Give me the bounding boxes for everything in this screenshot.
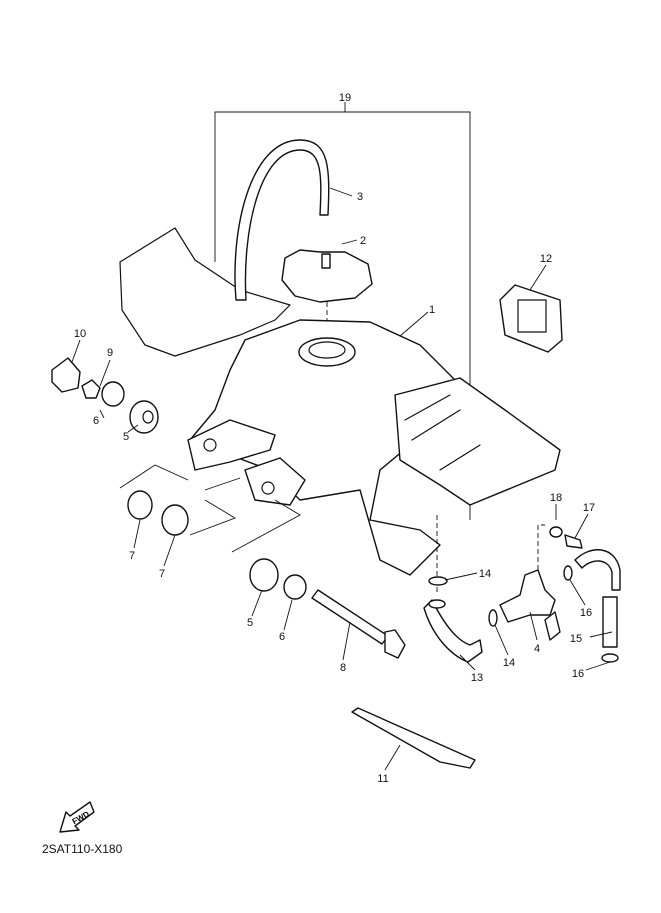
fuel-cock-lever xyxy=(544,611,561,641)
cap-nipple xyxy=(321,253,331,269)
fwd-arrow-icon: FWD xyxy=(59,801,95,833)
washer-18 xyxy=(549,526,563,538)
collar-7a xyxy=(127,490,153,520)
cap-nut-10 xyxy=(51,357,81,393)
callout-9: 9 xyxy=(107,347,113,359)
bolt-8 xyxy=(311,589,389,645)
seat-outline xyxy=(119,227,291,357)
collar-assembly-lines xyxy=(119,464,301,553)
callout-8: 8 xyxy=(340,662,346,674)
drawing-code: 2SAT110-X180 xyxy=(42,842,123,856)
callout-5b: 5 xyxy=(247,617,253,629)
mount-hole-front xyxy=(203,438,217,452)
fuel-cap xyxy=(281,249,373,303)
callout-18: 18 xyxy=(550,492,562,504)
decal-graphics xyxy=(404,394,481,471)
hose-end xyxy=(428,599,446,609)
damper-5 xyxy=(129,400,159,434)
clip-14a xyxy=(428,576,448,586)
protector-11 xyxy=(351,707,476,769)
breather-hose xyxy=(234,139,330,301)
hose-15 xyxy=(602,596,618,648)
filler-neck-inner xyxy=(308,341,346,359)
washer-6 xyxy=(101,381,125,407)
emblem-inner xyxy=(517,299,547,333)
damper-5-hole xyxy=(142,410,154,424)
callout-7a: 7 xyxy=(129,550,135,562)
callout-19: 19 xyxy=(339,92,351,104)
callout-14a: 14 xyxy=(479,568,491,580)
leader-lines xyxy=(71,187,613,771)
mount-tab-front xyxy=(187,419,276,471)
callout-14b: 14 xyxy=(503,657,515,669)
callout-10: 10 xyxy=(74,328,86,340)
nut-9 xyxy=(81,379,101,399)
callout-17: 17 xyxy=(583,502,595,514)
hose-bend xyxy=(574,549,621,591)
callout-15: 15 xyxy=(570,633,582,645)
callout-4: 4 xyxy=(534,643,540,655)
screw-17 xyxy=(564,534,583,549)
clip-16b xyxy=(601,653,619,663)
callout-6: 6 xyxy=(93,415,99,427)
callout-11: 11 xyxy=(377,773,388,785)
callout-12: 12 xyxy=(540,253,552,265)
washer-6-lower xyxy=(283,574,307,600)
callout-6b: 6 xyxy=(279,631,285,643)
tank-decal-panel xyxy=(394,377,561,506)
callout-1: 1 xyxy=(429,304,435,316)
fuel-cock-alignment-line xyxy=(537,524,545,570)
collar-7b xyxy=(161,504,189,536)
assembly-bracket-19 xyxy=(214,111,471,520)
emblem-12 xyxy=(499,284,563,353)
clip-16a xyxy=(563,565,573,581)
bolt-8-head xyxy=(384,629,406,659)
fuel-cock-4 xyxy=(499,569,556,623)
clip-14b xyxy=(488,609,498,627)
callout-2: 2 xyxy=(360,235,366,247)
mount-tab-rear xyxy=(244,457,306,506)
callout-7b: 7 xyxy=(159,568,165,580)
callout-16a: 16 xyxy=(580,607,592,619)
callout-16b: 16 xyxy=(572,668,584,680)
callout-13: 13 xyxy=(471,672,483,684)
mount-hole-rear xyxy=(261,481,275,495)
callout-5: 5 xyxy=(123,431,129,443)
damper-5-lower xyxy=(249,558,279,592)
fuel-hose-13 xyxy=(423,599,483,663)
callout-3: 3 xyxy=(357,191,363,203)
